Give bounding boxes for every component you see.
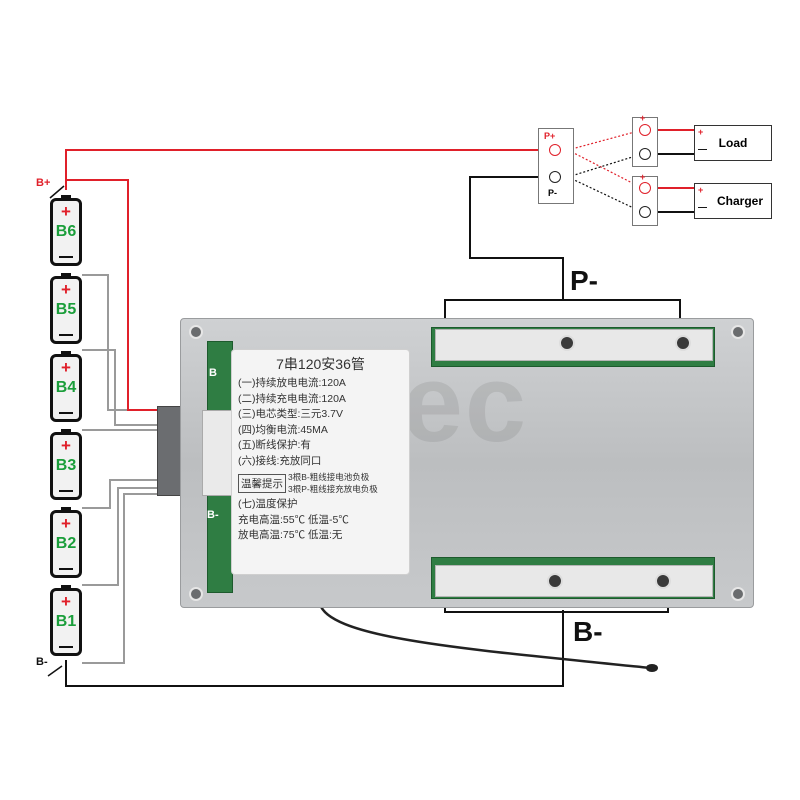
spec-warning: 温馨提示 3根B-粗线接电池负极 3根P-粗线接充放电负极 [238, 471, 403, 495]
spec-line: (四)均衡电流:45MA [238, 423, 328, 436]
p-minus-bolt [559, 335, 575, 351]
b-plus-wire [65, 149, 555, 190]
battery-b2: + B2 [50, 507, 82, 578]
load-box: Load [694, 125, 772, 161]
mount-hole [189, 325, 203, 339]
battery-b3: + B3 [50, 429, 82, 500]
battery-plus: + [61, 280, 71, 299]
charger-box-minus: — [698, 202, 707, 212]
battery-cap [61, 273, 71, 277]
mount-hole [731, 325, 745, 339]
spec-line: (三)电芯类型:三元3.7V [238, 408, 344, 420]
load-box-minus: — [698, 144, 707, 154]
balance-wire-b6b5 [82, 274, 158, 411]
p-terminal-box [538, 128, 574, 204]
p-minus-wire [469, 176, 564, 300]
b-minus-bolt [655, 573, 671, 589]
temp-probe-tip [646, 664, 658, 672]
warning-line: 3根B-粗线接电池负极 [288, 472, 370, 482]
charger-box-plus: + [698, 185, 704, 195]
mount-hole [731, 587, 745, 601]
p-minus-label: P- [548, 188, 557, 198]
battery-plus: + [61, 358, 71, 377]
balance-wire-b5b4 [82, 349, 158, 426]
spec-line: (六)接线:充放同口 [238, 454, 322, 467]
battery-label: B2 [55, 535, 77, 552]
temp-line: 充电高温:55℃ 低温-5℃ [238, 513, 349, 526]
warning-line: 3根P-粗线接充放电负极 [288, 484, 378, 494]
spec-line: (五)断线保护:有 [238, 439, 311, 451]
battery-label: B1 [55, 613, 77, 630]
battery-minus [59, 646, 73, 648]
battery-minus [59, 412, 73, 414]
balance-wire-b4b3 [82, 429, 159, 440]
battery-label: B5 [55, 301, 77, 318]
battery-plus: + [61, 592, 71, 611]
charger-label: Charger [716, 194, 763, 208]
b-minus-bolt [547, 573, 563, 589]
load-plus-sign: + [640, 113, 646, 123]
spec-line: (二)持续充电电流:120A [238, 392, 346, 405]
battery-minus [59, 334, 73, 336]
charger-minus-terminal [639, 206, 651, 218]
board-b-minus-label: B- [207, 509, 219, 521]
spec-label: 7串120安36管 (一)持续放电电流:120A (二)持续充电电流:120A … [231, 349, 410, 575]
load-minus-terminal [639, 148, 651, 160]
p-minus-terminal [549, 171, 561, 183]
battery-minus [59, 490, 73, 492]
connector-housing [202, 410, 232, 496]
mount-hole [189, 587, 203, 601]
battery-cap [61, 585, 71, 589]
battery-cap [61, 429, 71, 433]
board-b-label: B [209, 367, 217, 379]
temp-title: (七)温度保护 [238, 498, 298, 510]
b-minus-arrow [47, 665, 63, 677]
battery-cap [61, 195, 71, 199]
battery-b1: + B1 [50, 585, 82, 656]
warning-box: 温馨提示 [238, 473, 286, 493]
battery-minus [59, 256, 73, 258]
b-plus-arrow [49, 185, 65, 199]
battery-b5: + B5 [50, 273, 82, 344]
spec-line: (一)持续放电电流:120A [238, 377, 346, 389]
battery-cap [61, 351, 71, 355]
b-minus-label: B- [36, 656, 48, 668]
balance-wire-b2b1 [82, 487, 158, 586]
battery-b4: + B4 [50, 351, 82, 422]
load-label: Load [718, 136, 748, 150]
charger-plus-sign: + [640, 172, 646, 182]
battery-plus: + [61, 202, 71, 221]
load-plus-terminal [639, 124, 651, 136]
b-minus-wire [65, 610, 564, 687]
p-minus-bolt [675, 335, 691, 351]
battery-b6: + B6 [50, 195, 82, 266]
battery-label: B6 [55, 223, 77, 240]
battery-label: B4 [55, 379, 77, 396]
p-plus-terminal [549, 144, 561, 156]
b-plus-sense-wire [66, 179, 158, 411]
cross-wires [567, 129, 643, 213]
battery-minus [59, 568, 73, 570]
b-plus-label: B+ [36, 177, 51, 189]
balance-wires [82, 274, 159, 664]
temp-line: 放电高温:75℃ 低温:无 [238, 529, 343, 541]
charger-plus-terminal [639, 182, 651, 194]
battery-label: B3 [55, 457, 77, 474]
balance-connector [157, 406, 181, 496]
p-minus-big-label: P- [570, 265, 598, 296]
p-plus-label: P+ [544, 131, 556, 141]
spec-title: 7串120安36管 [276, 356, 365, 372]
battery-plus: + [61, 436, 71, 455]
mosfet-row-bottom [435, 565, 713, 597]
b-minus-big-label: B- [573, 616, 603, 647]
temp-probe-cable [318, 603, 651, 670]
load-box-plus: + [698, 127, 704, 137]
balance-wire-b3b2 [82, 479, 158, 509]
balance-wire-b1 [82, 493, 158, 664]
battery-cap [61, 507, 71, 511]
positive-wires [65, 129, 695, 411]
battery-plus: + [61, 514, 71, 533]
charger-box: Charger [694, 183, 772, 219]
